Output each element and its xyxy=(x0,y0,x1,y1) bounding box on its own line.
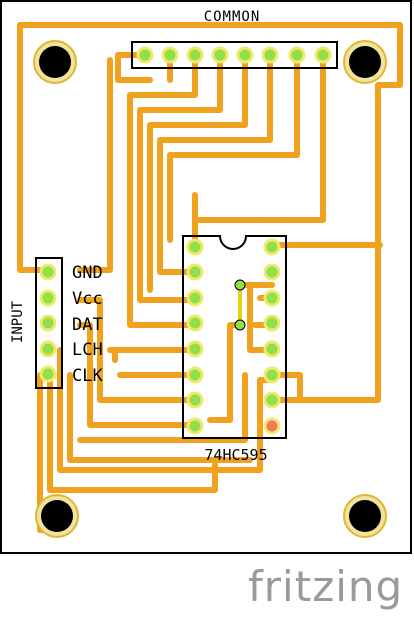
chip-label: 74HC595 xyxy=(204,446,267,464)
chip-pad xyxy=(263,289,281,307)
chip-pad xyxy=(186,238,204,256)
chip-pad xyxy=(186,289,204,307)
input-pad xyxy=(39,340,57,358)
chip-pad xyxy=(186,391,204,409)
pin-label: GND xyxy=(72,263,103,283)
common-label: COMMON xyxy=(204,9,261,25)
input-header xyxy=(35,257,63,389)
chip-pad xyxy=(263,340,281,358)
chip-pad xyxy=(186,340,204,358)
pin-label: LCH xyxy=(72,340,103,360)
input-pad xyxy=(39,365,57,383)
header-pad xyxy=(186,46,204,64)
chip-pad xyxy=(186,417,204,435)
input-label: INPUT xyxy=(10,300,26,343)
jumper xyxy=(234,279,246,331)
chip-74hc595 xyxy=(182,235,287,439)
pin-label: CLK xyxy=(72,366,103,386)
pcb-board: COMMON INPUT GND Vcc DAT LCH CLK xyxy=(0,0,412,554)
chip-pad xyxy=(186,366,204,384)
chip-pad-red xyxy=(263,417,281,435)
pin-label: DAT xyxy=(72,315,103,335)
pin-label: Vcc xyxy=(72,289,103,309)
chip-pad xyxy=(186,314,204,332)
fritzing-logo: fritzing xyxy=(248,562,404,611)
traces xyxy=(17,22,403,533)
chip-pad xyxy=(263,314,281,332)
mounting-holes xyxy=(33,40,387,538)
header-pad xyxy=(136,46,154,64)
input-pad xyxy=(39,263,57,281)
header-pad xyxy=(236,46,254,64)
chip-pad xyxy=(263,263,281,281)
input-pad xyxy=(39,314,57,332)
header-pad xyxy=(161,46,179,64)
header-pad xyxy=(288,46,306,64)
chip-pad xyxy=(186,263,204,281)
header-pad xyxy=(261,46,279,64)
header-pad xyxy=(211,46,229,64)
chip-pad xyxy=(263,366,281,384)
common-header xyxy=(131,41,338,69)
header-pad xyxy=(314,46,332,64)
pin-labels: GND Vcc DAT LCH CLK xyxy=(72,263,103,386)
chip-pad xyxy=(263,238,281,256)
chip-pad xyxy=(263,391,281,409)
input-pad xyxy=(39,289,57,307)
